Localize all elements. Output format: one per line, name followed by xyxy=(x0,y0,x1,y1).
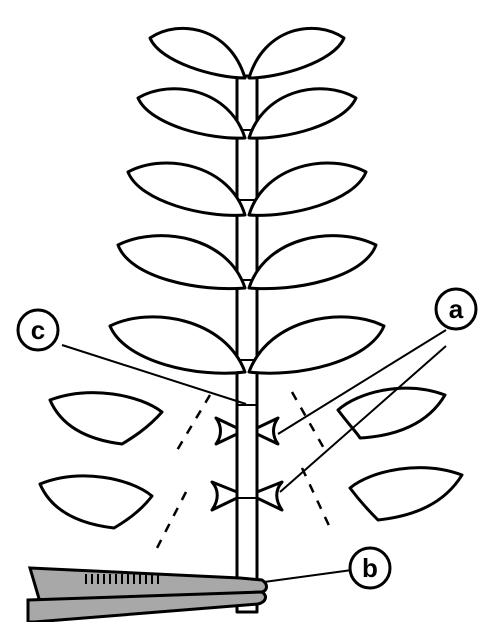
callout-a: a xyxy=(436,289,476,329)
removed-leaf xyxy=(338,388,445,438)
leaves-left xyxy=(110,28,245,373)
label-c: c xyxy=(31,315,45,345)
leaf xyxy=(128,163,245,215)
callout-c: c xyxy=(18,310,58,350)
label-b: b xyxy=(362,553,378,583)
leaf-scar-upper xyxy=(257,418,278,444)
leaf-scar-lower xyxy=(212,482,237,510)
leaf xyxy=(110,317,245,373)
leaf xyxy=(249,28,344,78)
removed-leaves-left xyxy=(40,393,162,528)
removed-leaf xyxy=(40,476,152,528)
removed-leaf xyxy=(350,468,462,520)
leaf-scar-lower xyxy=(257,482,282,510)
callout-b: b xyxy=(350,548,390,588)
stem xyxy=(237,76,257,612)
removed-leaves-right xyxy=(338,388,462,520)
leaf xyxy=(150,28,245,78)
leaf xyxy=(249,89,356,138)
leaf-scar-upper xyxy=(216,418,237,444)
leaf xyxy=(249,236,376,289)
label-a: a xyxy=(449,294,464,324)
leaf xyxy=(118,236,245,289)
leaf xyxy=(138,89,245,138)
pruning-tool xyxy=(28,568,267,622)
leaf xyxy=(249,317,384,373)
leaves-right xyxy=(249,28,384,373)
leaf xyxy=(249,163,366,215)
removed-leaf xyxy=(50,393,162,444)
